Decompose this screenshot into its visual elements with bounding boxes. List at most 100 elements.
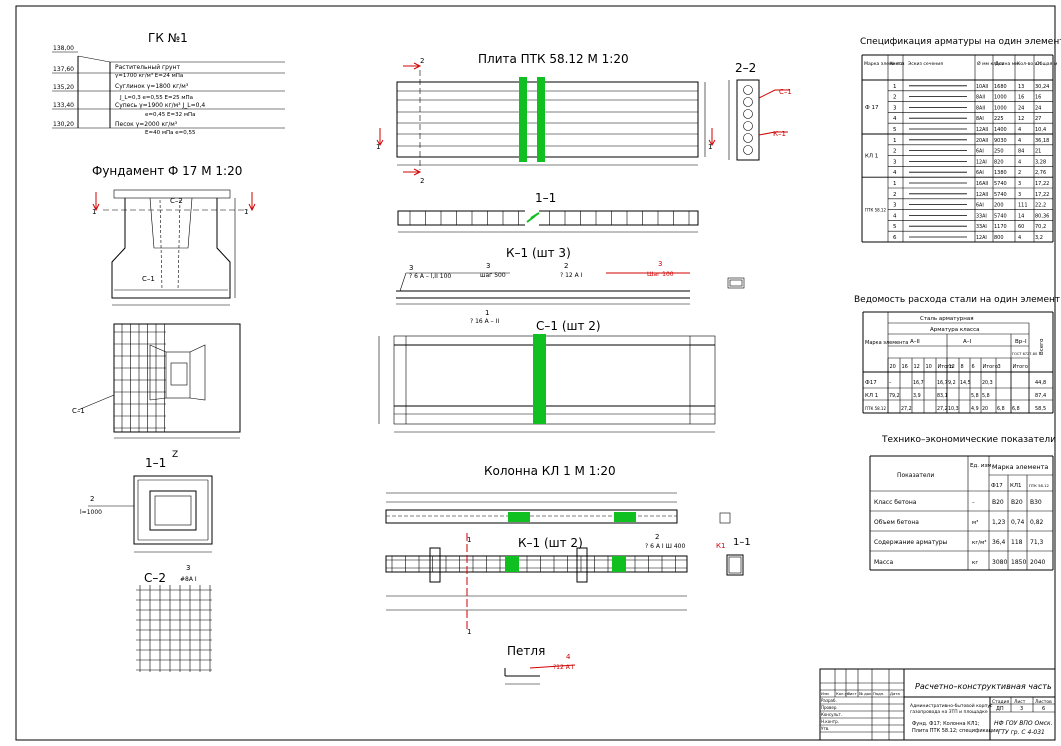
c1-ref: С–1: [142, 275, 155, 283]
spec-header: Длина мм: [995, 61, 1019, 67]
section-arrow-icon: [403, 62, 422, 70]
c2-note: #8А I: [180, 576, 197, 583]
tech-name: Масса: [874, 559, 893, 566]
loop-bar: [504, 668, 540, 677]
col-note: 2: [655, 533, 659, 541]
stamp-desc: Плита ПТК 58.12; спецификации: [912, 728, 999, 734]
spec-header: Общая м: [1036, 61, 1058, 67]
spec-count: 16: [1018, 95, 1024, 101]
stamp-sheet: 3: [1020, 706, 1023, 712]
col-note: ? 6 А I Ш 400: [645, 543, 685, 550]
steel-total: 44,8: [1035, 380, 1046, 386]
tech-unit: м³: [972, 519, 978, 526]
break-mark: [614, 512, 636, 522]
column-title: Колонна КЛ 1 М 1:20: [484, 464, 616, 478]
steel-value: 27,2: [937, 406, 948, 412]
k1-note: ? 16 А – II: [470, 318, 499, 325]
k1-small-section: [727, 277, 745, 289]
tech-value: В30: [1030, 499, 1042, 506]
tech-value: В20: [992, 499, 1004, 506]
foundation-section: [103, 189, 248, 306]
k1-note: 3: [486, 262, 490, 270]
steel-value: 10,3: [948, 406, 959, 412]
section-arrow-icon: [403, 168, 422, 176]
plate-plan: [396, 70, 706, 170]
spec-element: КЛ 1: [865, 154, 878, 160]
steel-value: 16,7: [913, 380, 924, 386]
spec-diam: 3ЗАI: [976, 224, 987, 230]
tech-header: Ед. изм.: [970, 463, 993, 469]
spec-diam: 6АI: [976, 203, 984, 209]
spec-pos: 5: [893, 127, 897, 133]
spec-total: 30,24: [1035, 84, 1049, 90]
tech-value: 118: [1011, 539, 1023, 546]
tech-value: В20: [1011, 499, 1023, 506]
spec-total: 22,2: [1035, 203, 1046, 209]
spec-len: 1400: [994, 127, 1007, 133]
steel-diam: 3: [998, 364, 1001, 370]
stamp-stage: ДП: [996, 706, 1004, 712]
steel-diam: 12: [949, 364, 955, 370]
spec-total: 3,28: [1035, 159, 1046, 165]
soil-layer: J_L=0,3 e=0,55 E=25 мПа: [119, 95, 193, 101]
spec-count: 24: [1018, 105, 1024, 111]
spec-pos: 2: [893, 192, 897, 198]
steel-value: 27,2: [901, 406, 912, 412]
spec-count: 14: [1018, 213, 1024, 219]
steel-value: –: [889, 381, 892, 386]
tech-value: 1850: [1011, 559, 1026, 566]
steel-value: 5,8: [971, 393, 979, 399]
column-stirrups: [391, 556, 676, 572]
sheet-border: [15, 5, 1056, 741]
foundation-title: Фундамент Ф 17 М 1:20: [92, 164, 242, 178]
stamp-role: Утв.: [821, 726, 829, 731]
spec-header: Кол-во шт: [1017, 61, 1042, 67]
spec-len: 1170: [994, 224, 1007, 230]
stamp-role: Н.контр.: [821, 719, 839, 724]
c1-ref: С–1: [72, 407, 85, 415]
steel-diam: Итого: [1013, 364, 1028, 370]
steel-value: 14,5: [960, 380, 971, 386]
tech-title: Технико–экономические показатели: [881, 435, 1056, 445]
c1-mesh: [378, 335, 716, 433]
section-arrow-icon: [92, 192, 100, 212]
spec-header: Эскиз сечения: [908, 61, 943, 67]
steel-value: 6,8: [997, 406, 1005, 412]
k1-note: ? 6 А – l,II 100: [409, 273, 451, 280]
leader-line: [758, 131, 788, 136]
tech-value: 36,4: [992, 539, 1006, 546]
soil-layer: E=40 мПа e=0,55: [145, 130, 196, 136]
stamp-desc: Административно-бытовой корпус: [910, 702, 993, 709]
spec-pos: 1: [893, 181, 897, 187]
steel-value: 4,9: [971, 406, 979, 412]
spec-len: 1000: [994, 95, 1007, 101]
spec-total: 70,2: [1035, 224, 1046, 230]
stamp-col: Дата: [890, 691, 900, 696]
spec-diam: 8АII: [976, 95, 985, 101]
soil-layer: γ=1700 кг/м³ Е=24 мПа: [115, 72, 183, 79]
stamp-col: № док: [859, 691, 872, 696]
plate-ribs: [409, 211, 690, 225]
steel-value: 6,8: [1012, 406, 1020, 412]
spec-count: 2: [1018, 170, 1021, 176]
stamp-col: Подп.: [873, 691, 885, 696]
steel-diam: 12: [914, 364, 920, 370]
k1-frame: [396, 272, 690, 305]
k1-note: 2: [564, 262, 568, 270]
loop-title: Петля: [507, 644, 545, 658]
stamp-role: Разраб.: [821, 698, 837, 703]
c2-title: С–2: [144, 571, 166, 585]
spec-diam: 20АII: [976, 138, 988, 144]
spec-diam: 6АI: [976, 149, 984, 155]
stamp-col: Изм: [821, 691, 829, 696]
spec-count: 4: [1018, 235, 1021, 241]
tech-mark: ПТК 58.12: [1029, 483, 1050, 488]
spec-count: 60: [1018, 224, 1024, 230]
break-mark: [505, 556, 519, 572]
k1-note: 1: [485, 309, 489, 317]
steel-element: Ф17: [865, 380, 877, 386]
spec-len: 250: [994, 149, 1004, 155]
steel-value: 83,1: [937, 393, 948, 399]
section-num: 1: [244, 208, 248, 216]
spec-pos: 1: [893, 84, 897, 90]
